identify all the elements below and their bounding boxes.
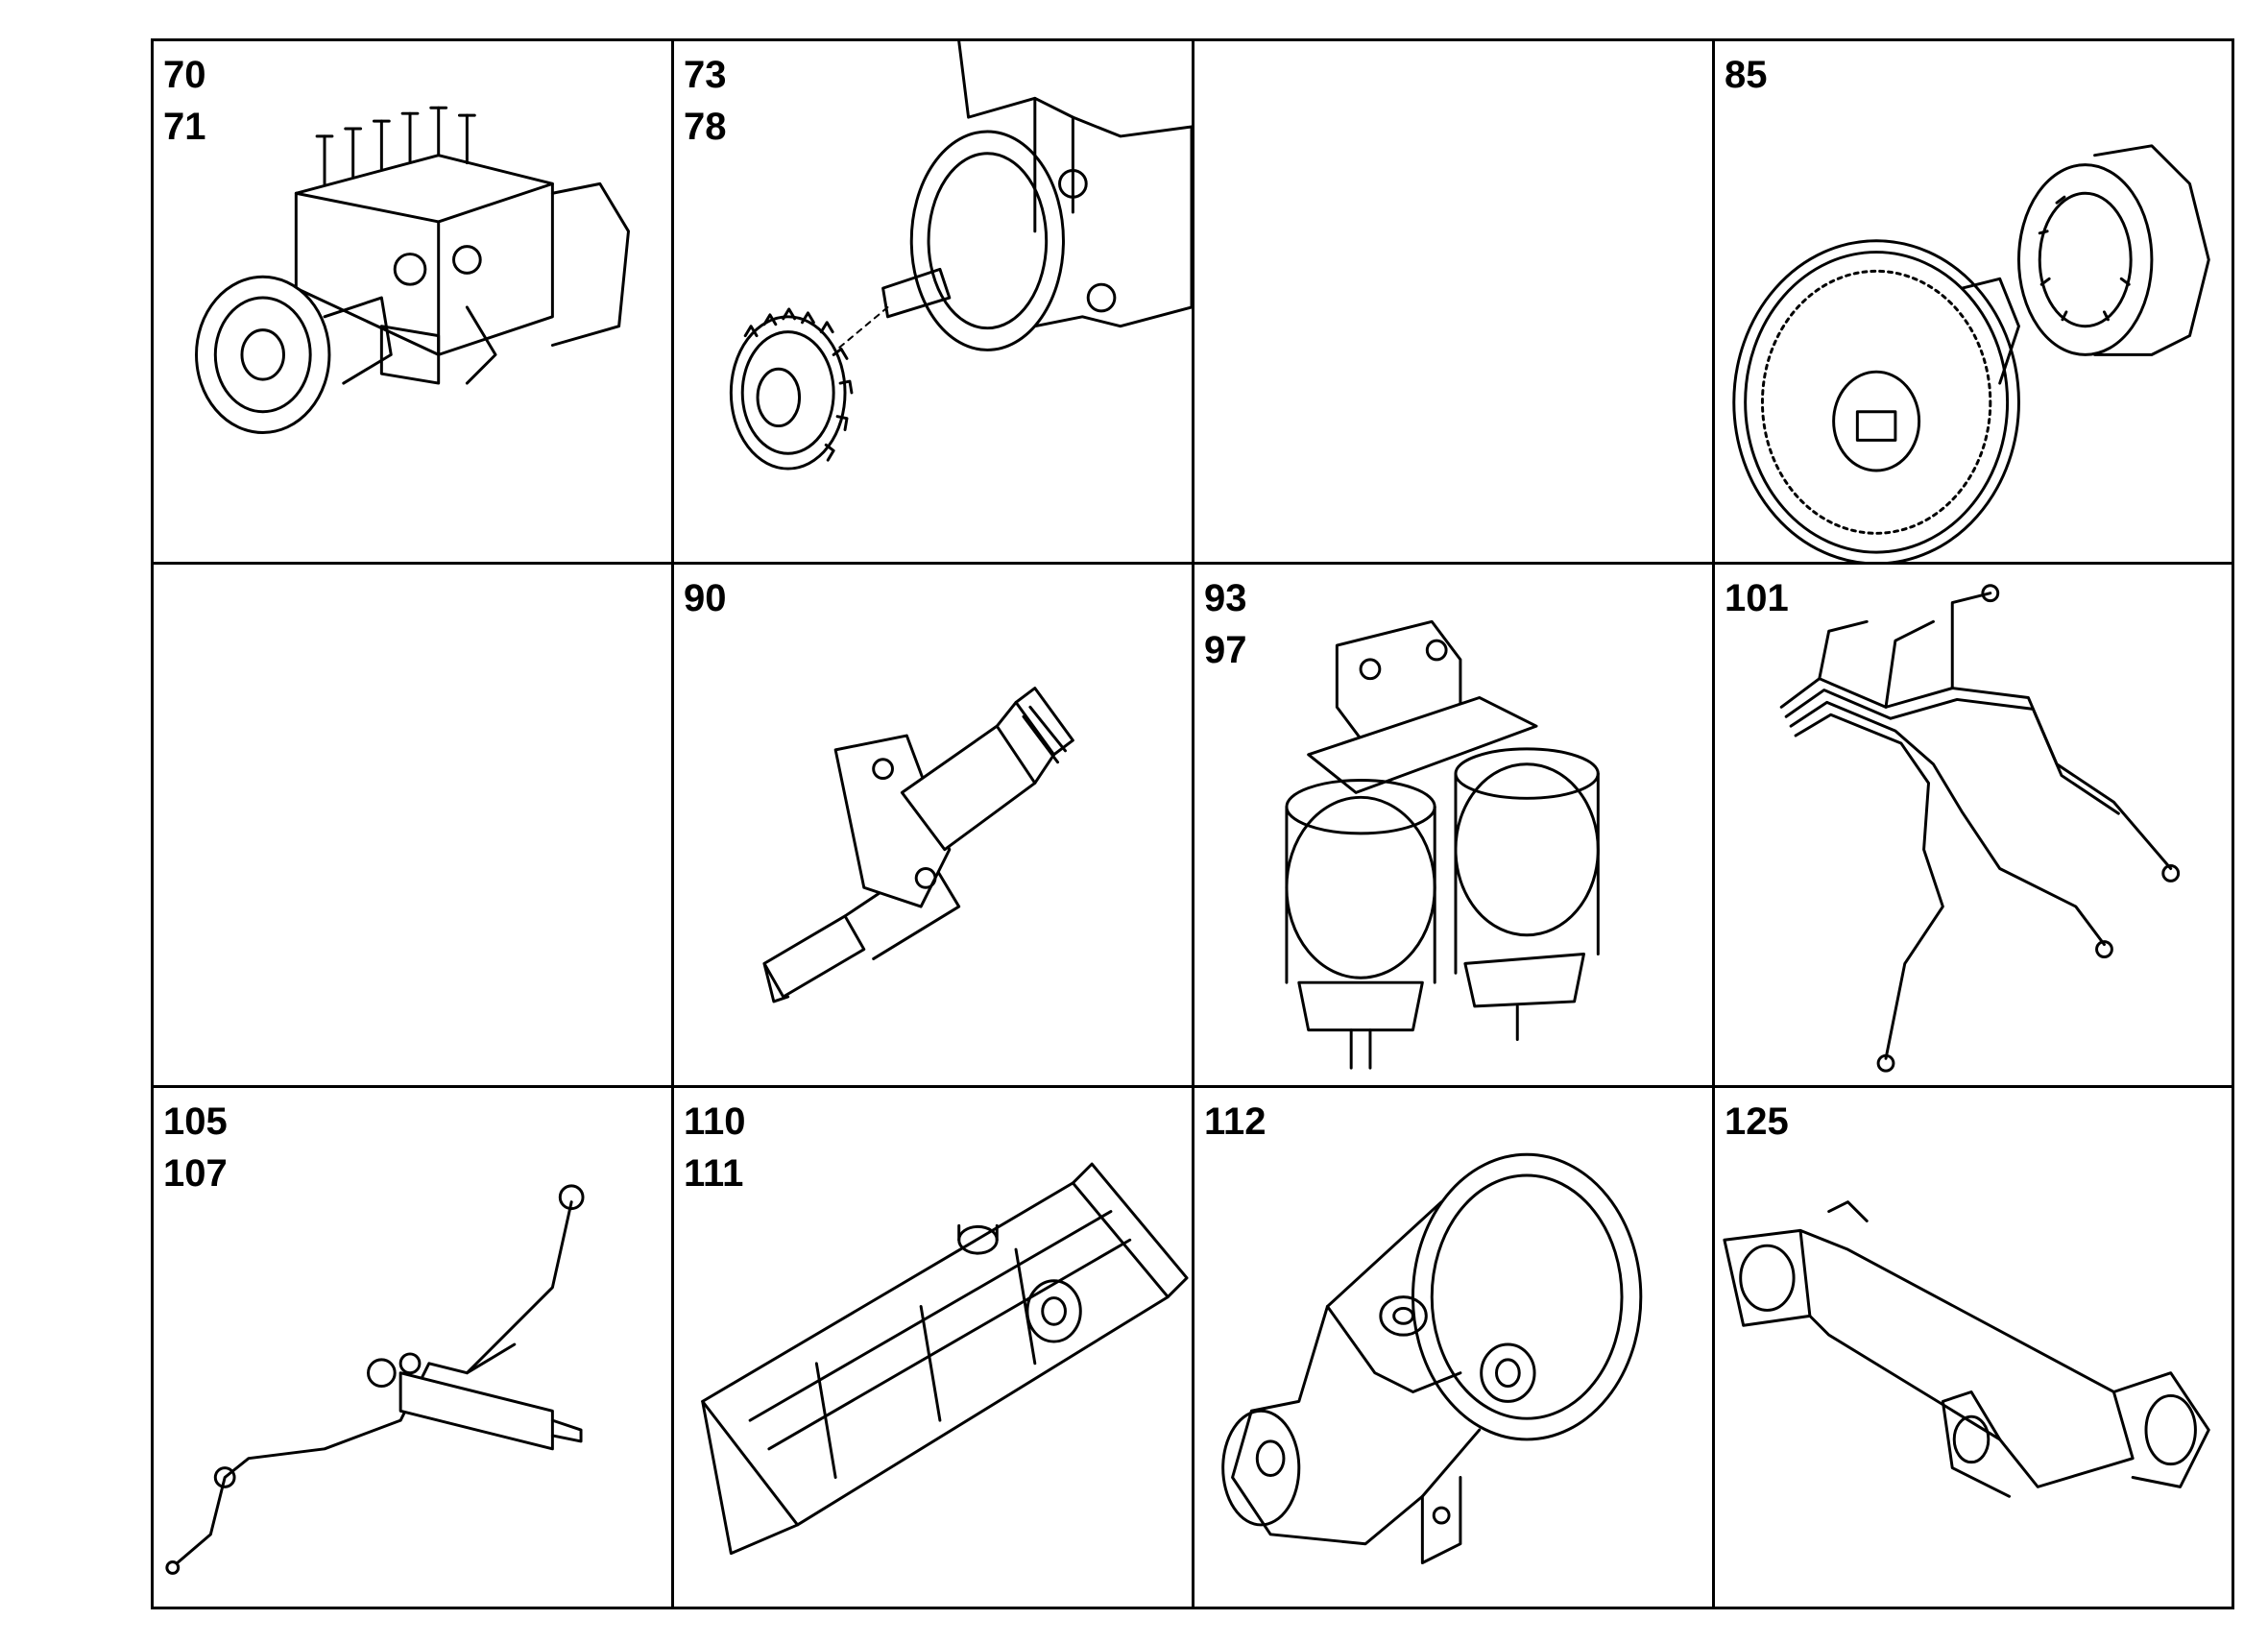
part-cell-injector-nozzle[interactable]: 90 — [671, 562, 1194, 1088]
part-number: 70 — [163, 54, 206, 96]
part-number: 105 — [163, 1100, 228, 1143]
part-number: 73 — [684, 54, 727, 96]
part-number: 71 — [163, 106, 206, 148]
injector-nozzle-illustration — [762, 687, 1074, 1003]
part-number: 107 — [163, 1152, 228, 1195]
part-numbers: 93 97 — [1204, 572, 1247, 676]
part-cell-intake-elbow[interactable]: 112 — [1192, 1085, 1715, 1609]
part-number: 110 — [684, 1100, 746, 1143]
part-numbers: 125 — [1725, 1096, 1789, 1148]
part-number: 97 — [1204, 629, 1247, 671]
part-numbers: 70 71 — [163, 49, 206, 153]
part-numbers: 90 — [684, 572, 727, 624]
part-number: 112 — [1204, 1100, 1267, 1143]
part-number: 78 — [684, 106, 727, 148]
part-numbers: 101 — [1725, 572, 1789, 624]
part-cell-drive-gear-coupling[interactable]: 85 — [1712, 38, 2234, 565]
part-numbers: 85 — [1725, 49, 1768, 101]
part-number: 101 — [1725, 577, 1789, 619]
rocker-cover-illustration — [701, 1162, 1189, 1556]
part-number: 85 — [1725, 54, 1768, 96]
part-cell-exhaust-pipe[interactable]: 125 — [1712, 1085, 2234, 1609]
part-cell-rocker-cover[interactable]: 110 111 — [671, 1085, 1194, 1609]
part-cell-empty — [1192, 38, 1715, 565]
intake-elbow-illustration — [1221, 1152, 1643, 1564]
part-number: 125 — [1725, 1100, 1789, 1143]
part-cell-pump-drive-gear[interactable]: 73 78 — [671, 38, 1194, 565]
part-cell-twin-fuel-filter[interactable]: 93 97 — [1192, 562, 1715, 1088]
part-number: 93 — [1204, 577, 1247, 619]
twin-fuel-filter-illustration — [1285, 619, 1600, 1070]
part-numbers: 105 107 — [163, 1096, 228, 1199]
parts-catalog-grid: 70 71 73 78 — [151, 38, 2234, 1609]
part-number: 111 — [684, 1152, 744, 1195]
part-cell-empty — [151, 562, 674, 1088]
part-cell-leak-off-pipe-injector[interactable]: 105 107 — [151, 1085, 674, 1609]
drive-gear-coupling-illustration — [1732, 144, 2210, 562]
part-numbers: 73 78 — [684, 49, 727, 153]
part-numbers: 112 — [1204, 1096, 1267, 1148]
injection-pump-illustration — [195, 106, 630, 434]
pump-drive-gear-illustration — [729, 41, 1192, 471]
leak-off-pipe-injector-illustration — [165, 1184, 585, 1575]
part-numbers: 110 111 — [684, 1096, 746, 1199]
part-cell-injection-lines[interactable]: 101 — [1712, 562, 2234, 1088]
part-number: 90 — [684, 577, 727, 619]
part-cell-injection-pump[interactable]: 70 71 — [151, 38, 674, 565]
injection-lines-illustration — [1779, 584, 2181, 1073]
exhaust-pipe-illustration — [1723, 1200, 2210, 1498]
